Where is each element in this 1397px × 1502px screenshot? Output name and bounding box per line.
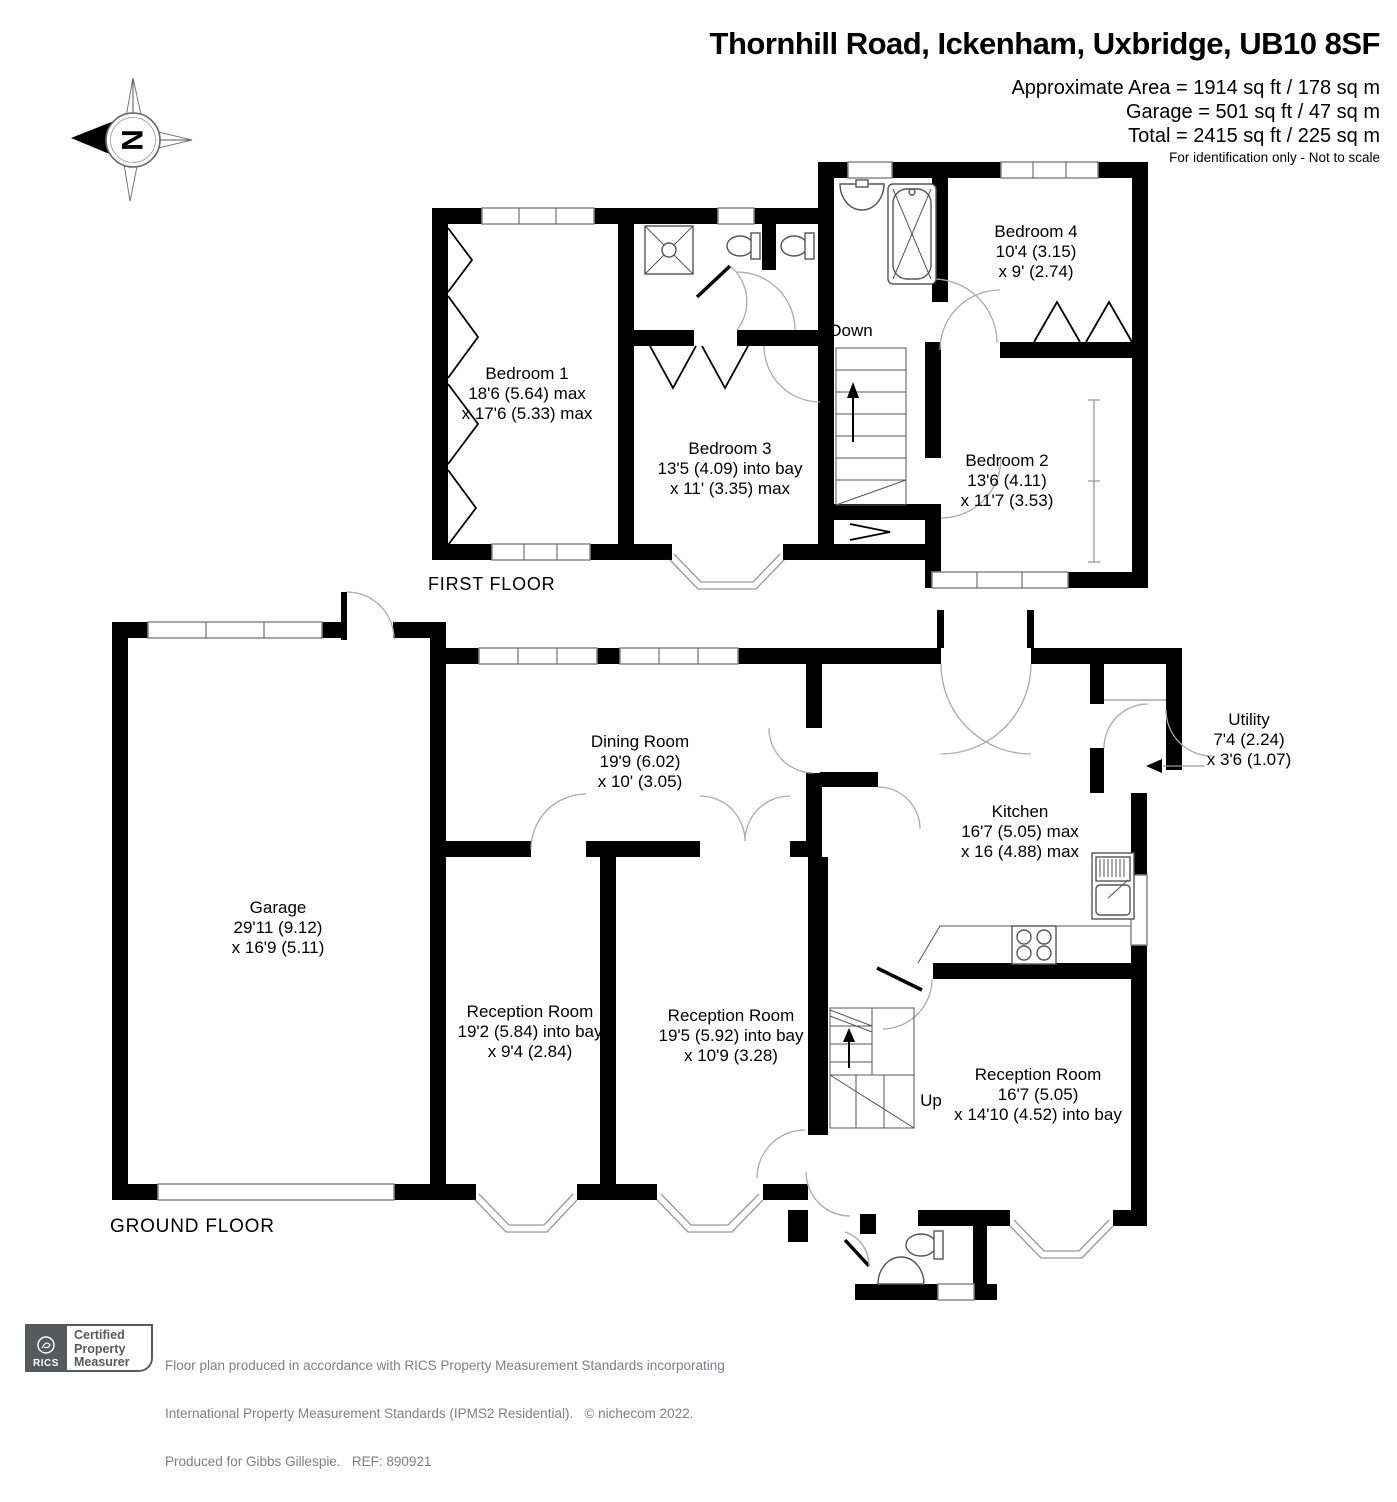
approximate-area: Approximate Area = 1914 sq ft / 178 sq m: [1011, 77, 1380, 99]
room-label-bedroom-4: Bedroom 4 10'4 (3.15) x 9' (2.74): [994, 222, 1078, 281]
scale-disclaimer: For identification only - Not to scale: [1169, 150, 1380, 165]
bathroom-sink-icon: [839, 179, 885, 211]
kitchen-worktop: [917, 925, 1131, 964]
wc-toilet-icon: [905, 1230, 944, 1260]
total-area: Total = 2415 sq ft / 225 sq m: [1128, 125, 1380, 147]
shower-icon: [644, 225, 694, 275]
toilet-icon: [780, 232, 815, 260]
first-floor-wardrobes: [447, 227, 1133, 563]
kitchen-sink-icon: [1091, 852, 1135, 920]
first-floor-windows: [481, 161, 1099, 589]
room-label-bedroom-1: Bedroom 1 18'6 (5.64) max x 17'6 (5.33) …: [461, 364, 593, 423]
room-label-garage: Garage 29'11 (9.12) x 16'9 (5.11): [231, 898, 325, 957]
room-label-dining-room: Dining Room 19'9 (6.02) x 10' (3.05): [590, 732, 690, 791]
floorplan-page: { "header": { "title": "Thornhill Road, …: [25, 26, 1381, 1469]
hob-icon: [1011, 925, 1057, 965]
production-note-line1: Floor plan produced in accordance with R…: [165, 1358, 725, 1373]
production-note-line3: Produced for Gibbs Gillespie. REF: 89092…: [165, 1454, 432, 1469]
first-floor-doors: [695, 264, 1002, 519]
bath-icon: [887, 183, 937, 285]
bay-windows-ground: [474, 1193, 1114, 1259]
stairs-first-floor: [835, 347, 907, 506]
first-floor-label: FIRST FLOOR: [428, 574, 556, 594]
certified-measurer-badge: Certified Property Measurer: [67, 1324, 153, 1372]
header: Thornhill Road, Ickenham, Uxbridge, UB10…: [709, 26, 1381, 166]
room-label-bedroom-2: Bedroom 2 13'6 (4.11) x 11'7 (3.53): [960, 451, 1054, 510]
stairs-ground-floor: [829, 1007, 915, 1129]
ground-floor-windows: [147, 621, 1148, 1301]
compass-north-letter: N: [117, 129, 150, 151]
room-label-reception-1: Reception Room 19'2 (5.84) into bay x 9'…: [457, 1002, 603, 1061]
ground-floor-plan: [112, 591, 1213, 1301]
stairs-down-label: Down: [829, 321, 873, 340]
ground-floor-label: GROUND FLOOR: [110, 1216, 275, 1237]
garage-area: Garage = 501 sq ft / 47 sq m: [1125, 101, 1380, 123]
production-note-line2: International Property Measurement Stand…: [165, 1406, 694, 1421]
rics-logo: RICS: [25, 1324, 67, 1372]
toilet-icon: [726, 232, 761, 260]
page-title: Thornhill Road, Ickenham, Uxbridge, UB10…: [709, 26, 1381, 61]
room-label-utility: Utility 7'4 (2.24) x 3'6 (1.07): [1206, 710, 1292, 769]
room-label-kitchen: Kitchen 16'7 (5.05) max x 16 (4.88) max: [960, 802, 1080, 861]
compass-icon: N: [71, 77, 193, 202]
footer: RICS Certified Property Measurer Floor p…: [25, 1324, 725, 1469]
stairs-up-arrow-icon: [843, 1028, 855, 1042]
area-summary: Approximate Area = 1914 sq ft / 178 sq m…: [710, 76, 1380, 148]
room-label-reception-2: Reception Room 19'5 (5.92) into bay x 10…: [658, 1006, 804, 1065]
entrance-arrow-icon: [1146, 759, 1204, 773]
room-label-bedroom-3: Bedroom 3 13'5 (4.09) into bay x 11' (3.…: [657, 439, 803, 498]
floorplan-drawing: N: [71, 77, 1213, 1301]
rics-lion-icon: [37, 1336, 55, 1354]
ground-floor-doors: [341, 591, 1213, 1268]
wc-sink-icon: [877, 1256, 925, 1285]
stairs-down-arrow-icon: [847, 382, 859, 398]
production-note: Floor plan produced in accordance with R…: [165, 1324, 725, 1469]
room-label-reception-3: Reception Room 16'7 (5.05) x 14'10 (4.52…: [954, 1065, 1122, 1124]
stairs-up-label: Up: [920, 1091, 942, 1110]
rics-wordmark: RICS: [33, 1358, 59, 1369]
first-floor-plan: [432, 161, 1148, 590]
bedroom3-bay-window: [669, 553, 785, 590]
